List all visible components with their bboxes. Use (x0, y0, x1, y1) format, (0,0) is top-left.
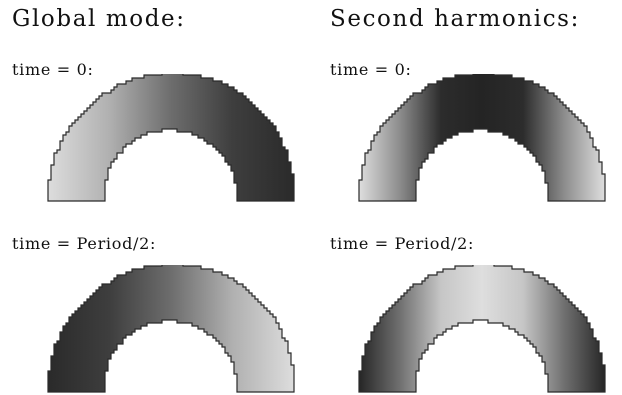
global-mode-heading: Global mode: (12, 6, 186, 32)
half-annulus-shape (358, 265, 606, 393)
second-harmonics-panel: Second harmonics: time = 0: time = Perio… (311, 0, 622, 393)
global-mode-time-half-label: time = Period/2: (12, 234, 157, 253)
global-mode-time-zero-arch (47, 74, 295, 202)
second-harmonics-time-half-arch (358, 265, 606, 393)
second-harmonics-heading: Second harmonics: (330, 6, 580, 32)
half-annulus-shape (47, 74, 295, 202)
global-mode-time-zero-label: time = 0: (12, 60, 94, 79)
second-harmonics-time-zero-arch (358, 74, 606, 202)
global-mode-panel: Global mode: time = 0: time = Period/2: (0, 0, 311, 393)
half-annulus-shape (358, 74, 606, 202)
second-harmonics-time-half-label: time = Period/2: (330, 234, 475, 253)
global-mode-time-half-arch (47, 265, 295, 393)
half-annulus-shape (47, 265, 295, 393)
second-harmonics-time-zero-label: time = 0: (330, 60, 412, 79)
